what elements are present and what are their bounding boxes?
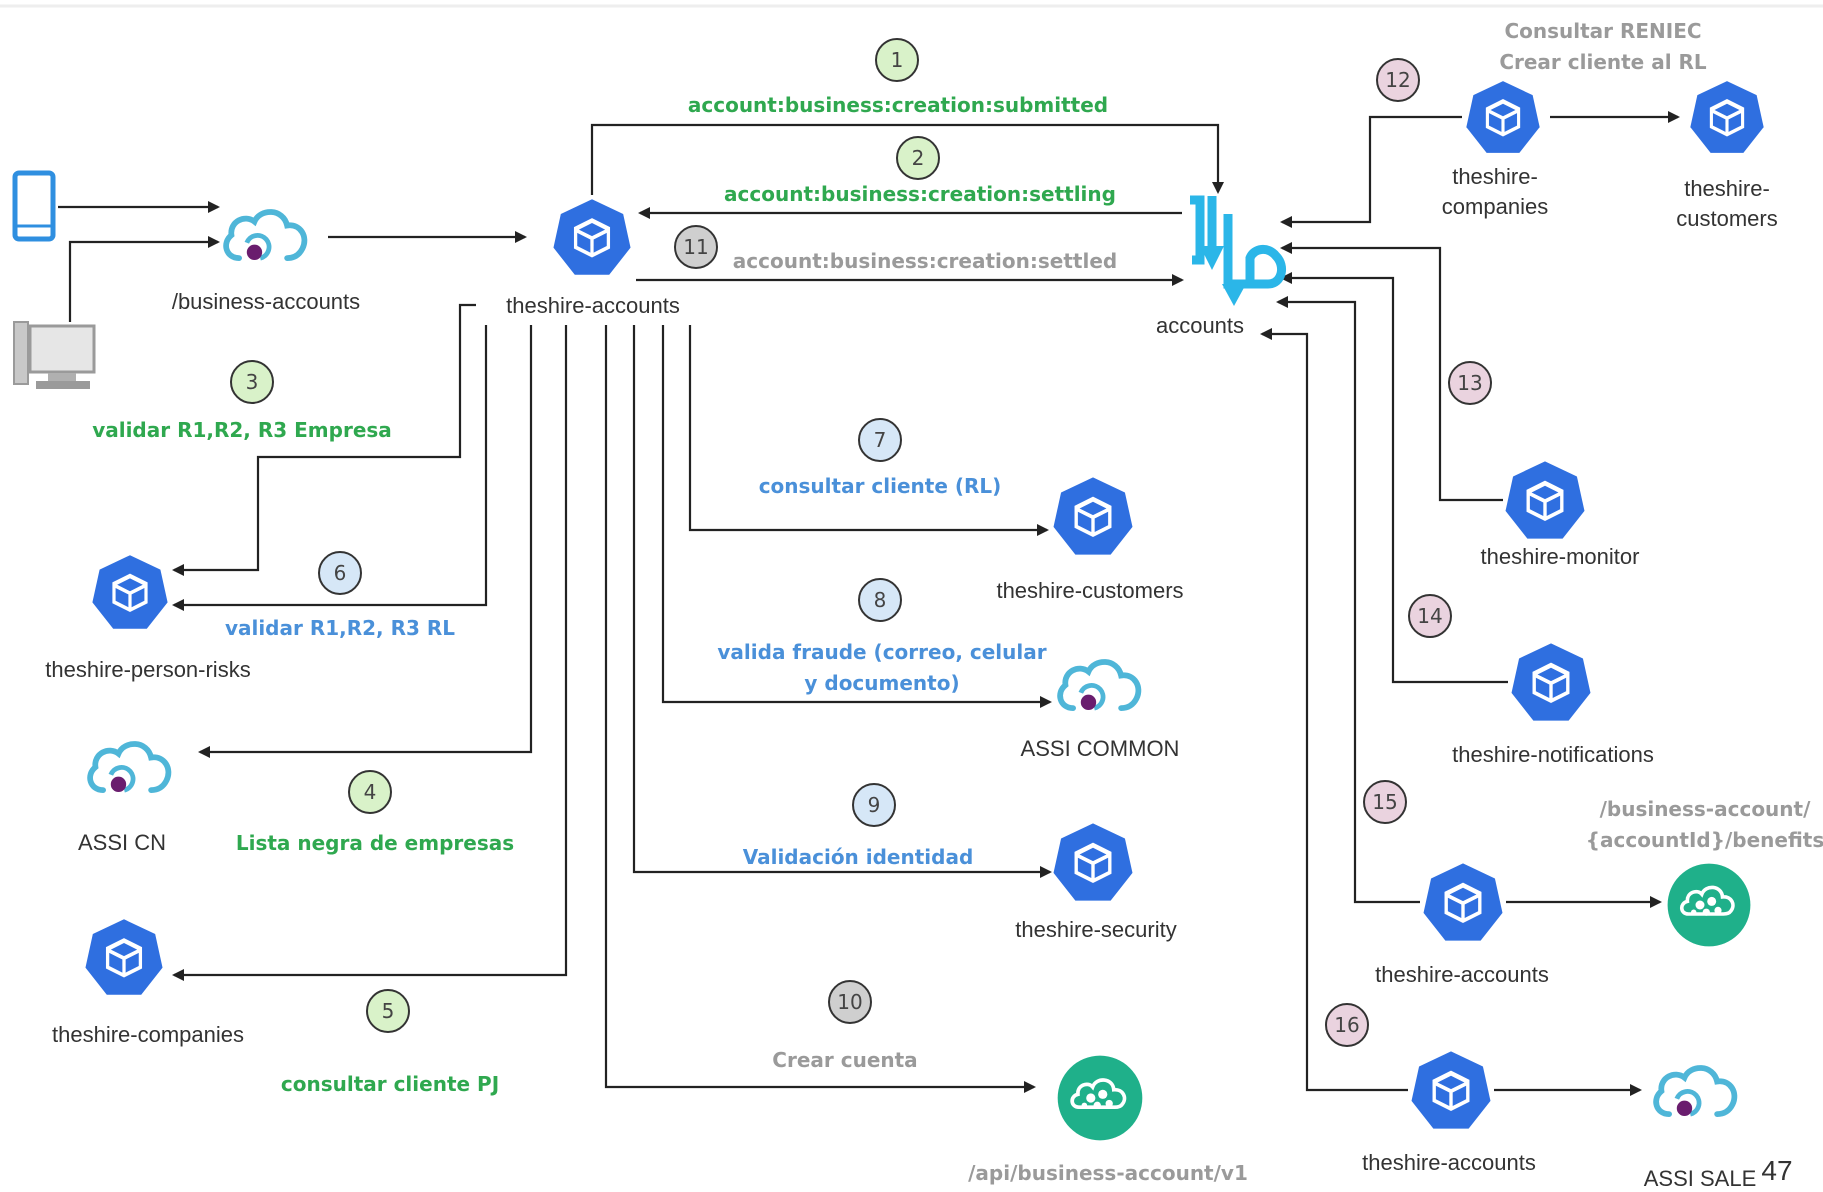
badge-7: 7 bbox=[874, 428, 887, 452]
node-theshire-companies-left: theshire-companies bbox=[52, 1022, 244, 1047]
badge-9: 9 bbox=[868, 793, 881, 817]
benefits-api-teal-icon bbox=[1665, 861, 1753, 949]
theshire-customers-mid-kube-icon bbox=[1053, 477, 1133, 555]
assi-common-cloud-icon bbox=[1060, 662, 1138, 710]
node-theshire-accounts-15: theshire-accounts bbox=[1375, 962, 1549, 987]
node-benefits-api: /business-account/{accountId}/benefits bbox=[1586, 797, 1823, 852]
node-business-accounts: /business-accounts bbox=[172, 289, 360, 314]
badge-10: 10 bbox=[837, 990, 862, 1014]
step-4-label: Lista negra de empresas bbox=[236, 831, 514, 855]
node-assi-sale: ASSI SALE bbox=[1644, 1166, 1757, 1191]
badge-5: 5 bbox=[382, 999, 395, 1023]
node-theshire-accounts-main: theshire-accounts bbox=[506, 293, 680, 318]
badge-12: 12 bbox=[1385, 68, 1410, 92]
step-11-label: account:business:creation:settled bbox=[733, 249, 1117, 273]
node-theshire-customers-mid: theshire-customers bbox=[996, 578, 1183, 603]
theshire-accounts-15-kube-icon bbox=[1423, 863, 1503, 941]
theshire-notifications-kube-icon bbox=[1511, 643, 1591, 721]
step-5-label: consultar cliente PJ bbox=[281, 1072, 499, 1096]
node-api-business-account: /api/business-account/v1 bbox=[968, 1161, 1248, 1185]
node-assi-cn: ASSI CN bbox=[78, 830, 166, 855]
node-theshire-companies-top: theshire-companies bbox=[1442, 164, 1548, 219]
theshire-accounts-kube-icon bbox=[553, 199, 631, 275]
theshire-person-risks-kube-icon bbox=[92, 555, 168, 629]
theshire-customers-top-kube-icon bbox=[1690, 81, 1764, 153]
step-3-label: validar R1,R2, R3 Empresa bbox=[92, 418, 392, 442]
page-number: 47 bbox=[1761, 1155, 1792, 1186]
assi-sale-cloud-icon bbox=[1656, 1068, 1734, 1116]
badge-16: 16 bbox=[1334, 1013, 1359, 1037]
badge-4: 4 bbox=[364, 780, 377, 804]
node-theshire-customers-top: theshire-customers bbox=[1676, 176, 1777, 231]
node-assi-common: ASSI COMMON bbox=[1021, 736, 1180, 761]
gateway-cloud-icon bbox=[226, 212, 304, 260]
node-accounts: accounts bbox=[1156, 313, 1244, 338]
step-1-label: account:business:creation:submitted bbox=[688, 93, 1108, 117]
badge-6: 6 bbox=[334, 561, 347, 585]
badge-3: 3 bbox=[246, 370, 259, 394]
theshire-security-kube-icon bbox=[1053, 823, 1133, 901]
node-theshire-monitor: theshire-monitor bbox=[1481, 544, 1640, 569]
badge-11: 11 bbox=[683, 235, 708, 259]
theshire-companies-top-kube-icon bbox=[1466, 81, 1540, 153]
mobile-icon bbox=[12, 170, 56, 242]
step-badges: 1 2 3 4 5 6 7 8 9 10 11 12 13 14 15 16 bbox=[230, 38, 1492, 1047]
api-business-account-teal-icon bbox=[1055, 1053, 1145, 1143]
event-stream-icon bbox=[1190, 195, 1287, 306]
connectors bbox=[58, 111, 1680, 1096]
badge-1: 1 bbox=[891, 48, 904, 72]
step-2-label: account:business:creation:settling bbox=[724, 182, 1116, 206]
theshire-monitor-kube-icon bbox=[1505, 461, 1585, 539]
step-6-label: validar R1,R2, R3 RL bbox=[225, 616, 455, 640]
desktop-icon bbox=[13, 321, 96, 389]
step-labels: account:business:creation:submitted acco… bbox=[92, 19, 1707, 1096]
node-theshire-person-risks: theshire-person-risks bbox=[45, 657, 250, 682]
node-theshire-security: theshire-security bbox=[1015, 917, 1176, 942]
badge-15: 15 bbox=[1372, 790, 1397, 814]
node-theshire-accounts-16: theshire-accounts bbox=[1362, 1150, 1536, 1175]
theshire-companies-left-kube-icon bbox=[85, 919, 163, 995]
step-7-label: consultar cliente (RL) bbox=[759, 474, 1002, 498]
assi-cn-cloud-icon bbox=[90, 744, 168, 792]
node-theshire-notifications: theshire-notifications bbox=[1452, 742, 1654, 767]
badge-13: 13 bbox=[1457, 371, 1482, 395]
badge-8: 8 bbox=[874, 588, 887, 612]
badge-2: 2 bbox=[912, 146, 925, 170]
badge-14: 14 bbox=[1417, 604, 1442, 628]
step-10-label: Crear cuenta bbox=[772, 1048, 917, 1072]
theshire-accounts-16-kube-icon bbox=[1411, 1051, 1491, 1129]
step-9-label: Validación identidad bbox=[743, 845, 974, 869]
